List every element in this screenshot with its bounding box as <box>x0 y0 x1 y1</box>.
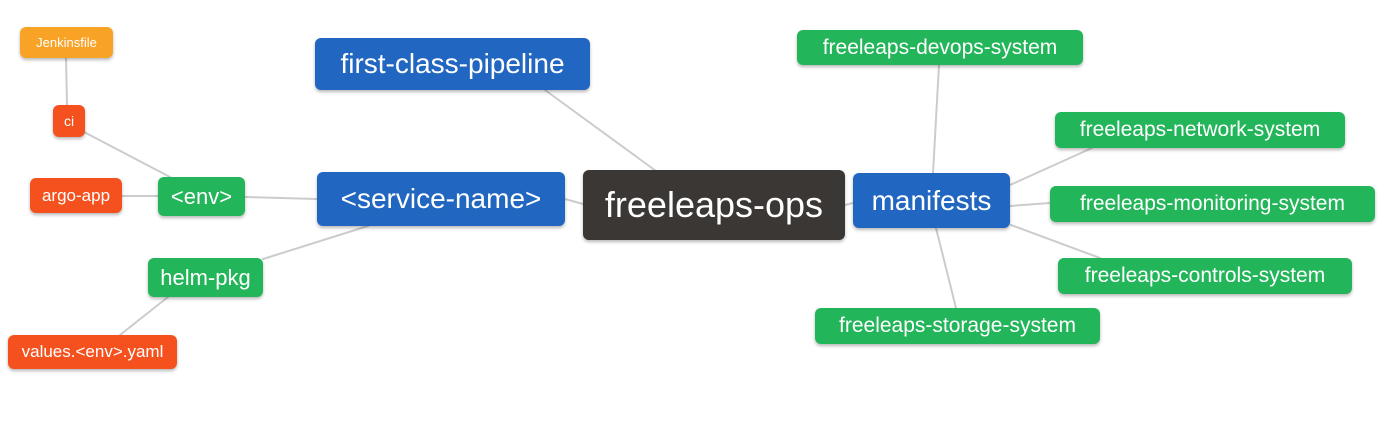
edge-service-name-freeleaps-ops <box>564 198 584 205</box>
node-helm-pkg[interactable]: helm-pkg <box>148 258 263 297</box>
node-jenkinsfile[interactable]: Jenkinsfile <box>20 27 113 58</box>
node-freeleaps-ops[interactable]: freeleaps-ops <box>583 170 845 240</box>
node-first-class-pipeline[interactable]: first-class-pipeline <box>315 38 590 90</box>
edge-manifests-freeleaps-devops-system <box>932 64 940 174</box>
edge-env-service-name <box>244 196 318 200</box>
node-values-env-yaml[interactable]: values.<env>.yaml <box>8 335 177 369</box>
node-freeleaps-monitoring-system[interactable]: freeleaps-monitoring-system <box>1050 186 1375 222</box>
node-argo-app[interactable]: argo-app <box>30 178 122 213</box>
edge-manifests-freeleaps-storage-system <box>935 227 957 309</box>
node-freeleaps-network-system[interactable]: freeleaps-network-system <box>1055 112 1345 148</box>
edge-manifests-freeleaps-network-system <box>1009 147 1093 186</box>
edge-values-env-yaml-helm-pkg <box>119 296 169 336</box>
node-ci[interactable]: ci <box>53 105 85 137</box>
node-freeleaps-devops-system[interactable]: freeleaps-devops-system <box>797 30 1083 65</box>
node-env[interactable]: <env> <box>158 177 245 216</box>
edge-jenkinsfile-ci <box>65 57 68 106</box>
edge-manifests-freeleaps-controls-system <box>1010 224 1101 259</box>
node-freeleaps-controls-system[interactable]: freeleaps-controls-system <box>1058 258 1352 294</box>
node-service-name[interactable]: <service-name> <box>317 172 565 226</box>
edge-manifests-freeleaps-monitoring-system <box>1009 202 1051 207</box>
edge-first-class-pipeline-freeleaps-ops <box>544 89 657 172</box>
edge-freeleaps-ops-manifests <box>844 202 854 206</box>
node-manifests[interactable]: manifests <box>853 173 1010 228</box>
edge-helm-pkg-service-name <box>262 225 369 260</box>
node-freeleaps-storage-system[interactable]: freeleaps-storage-system <box>815 308 1100 344</box>
edge-ci-env <box>83 131 171 178</box>
